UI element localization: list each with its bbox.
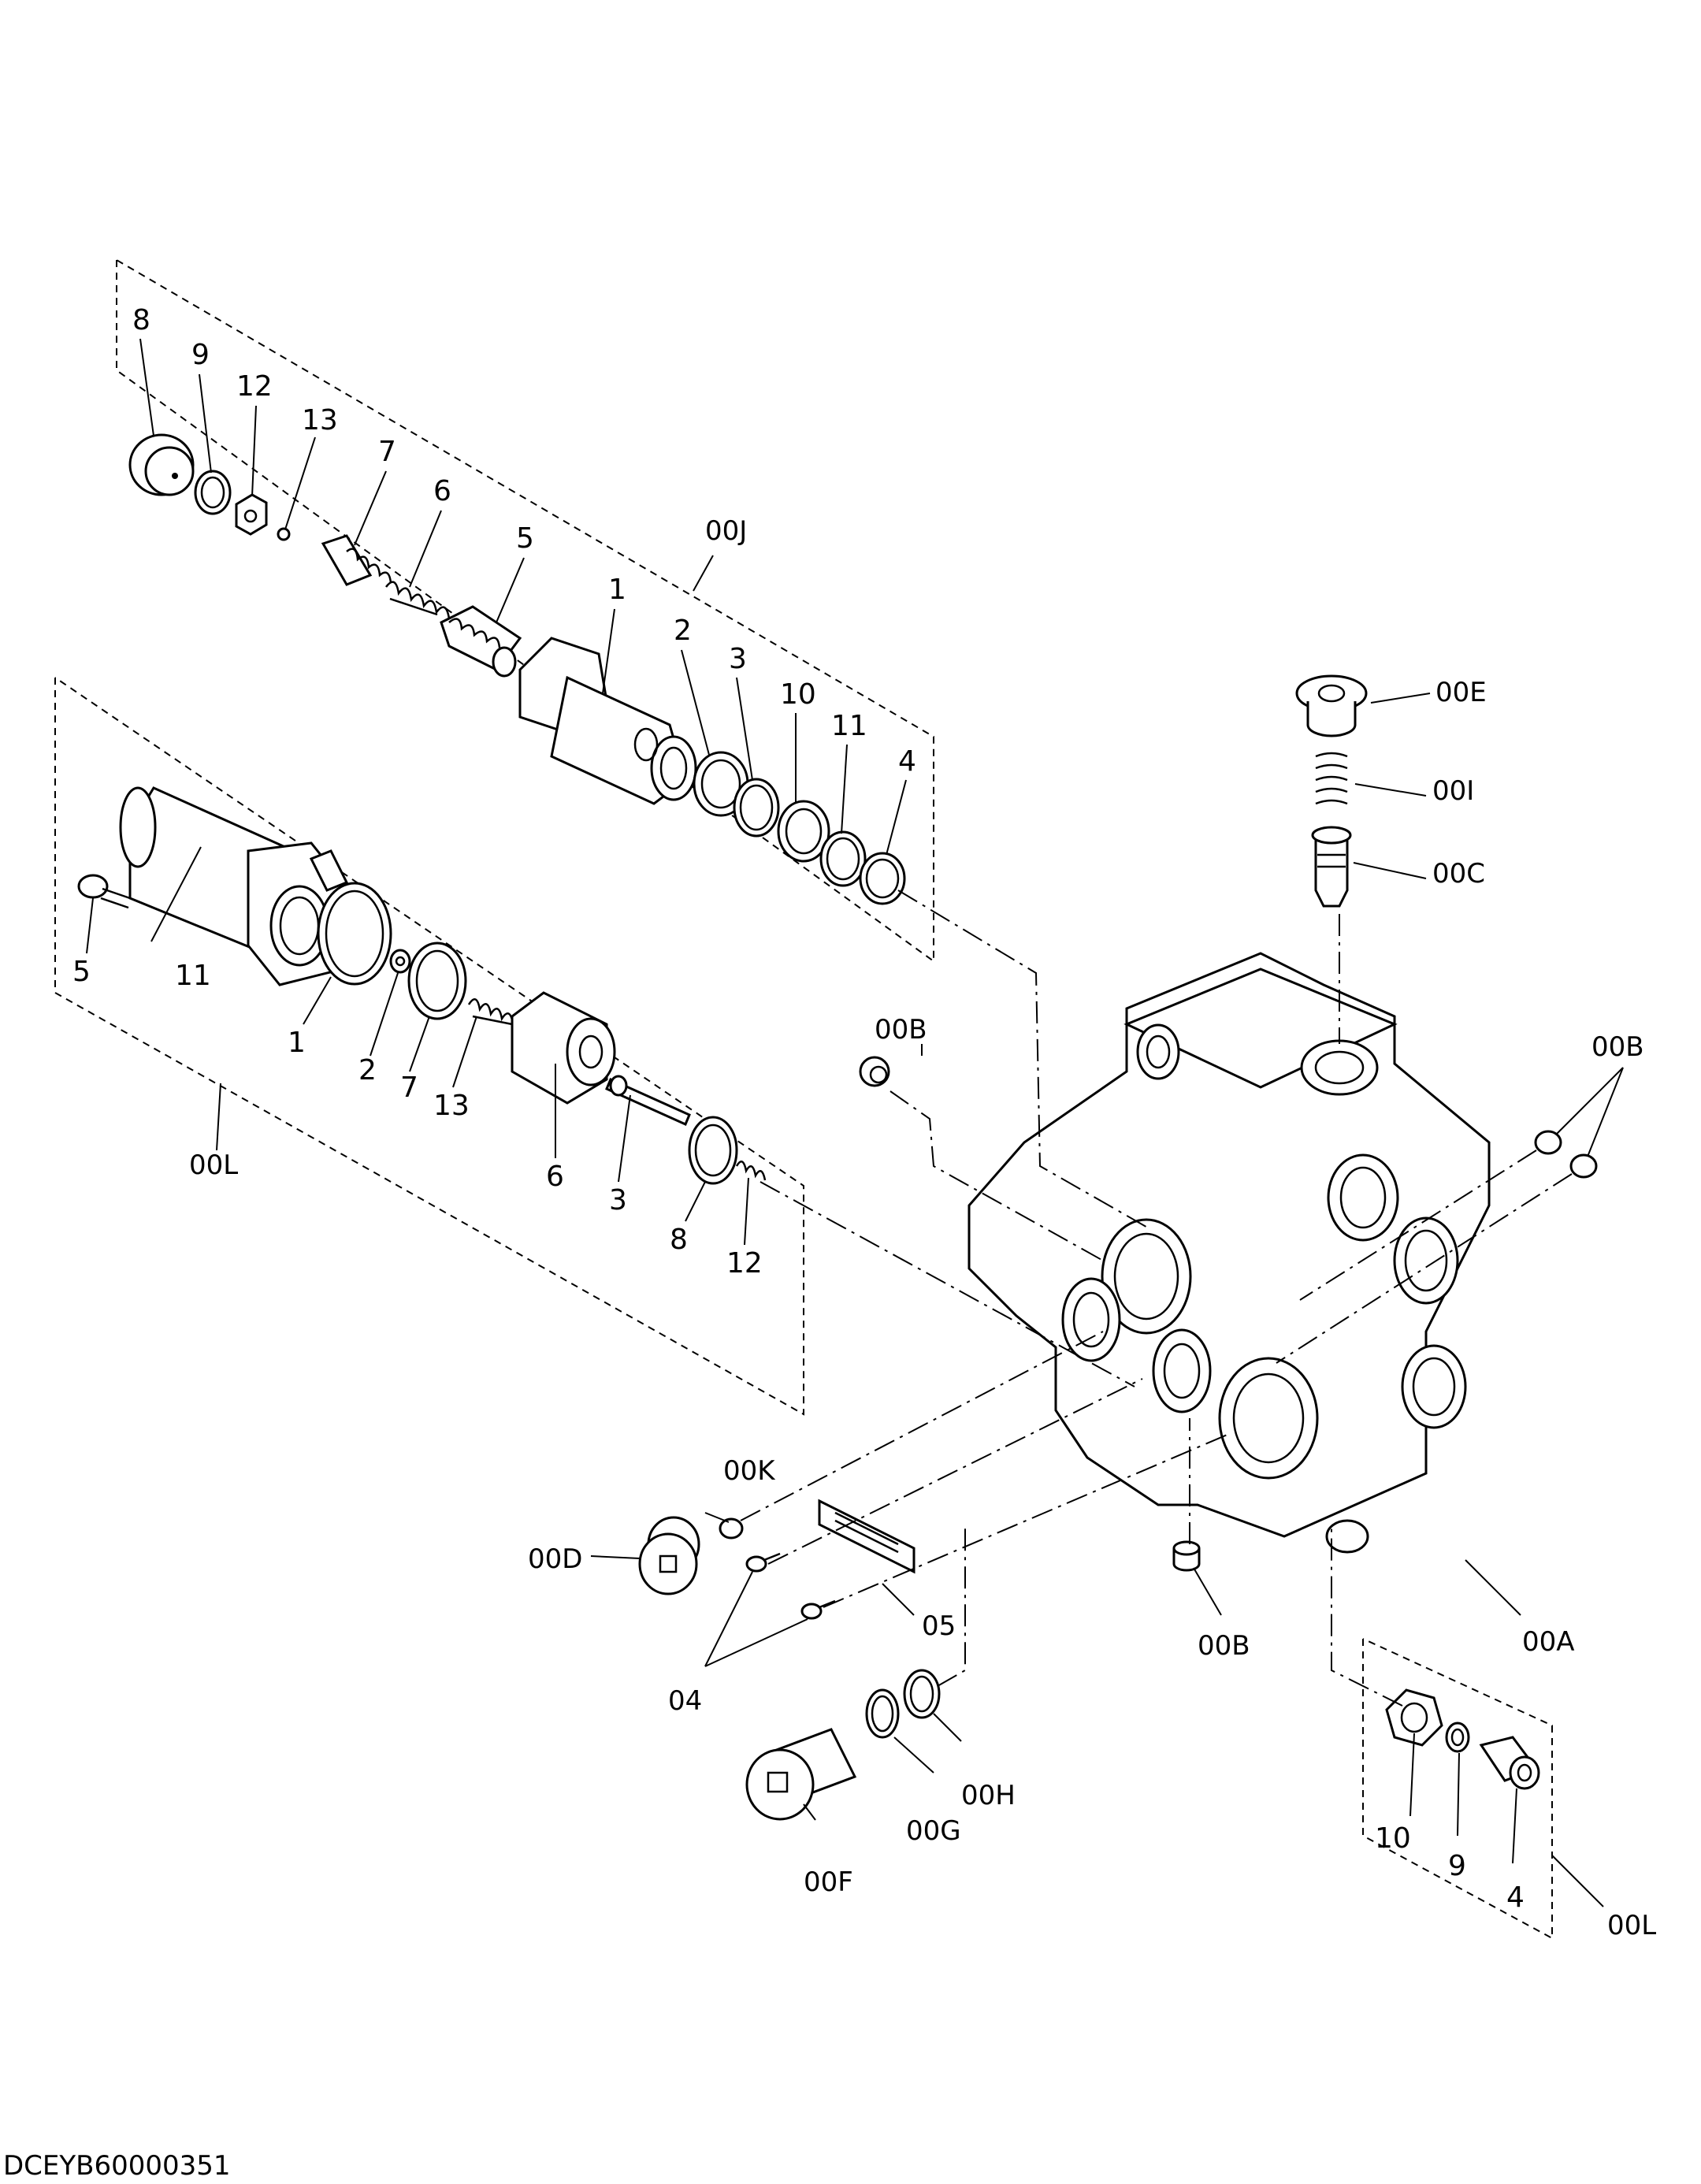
labels: 8 9 12 13 7 6 5 1 00J 2 3 10 11 4 5 11 1… bbox=[72, 304, 1656, 1941]
cap-00b-right-2 bbox=[1569, 1153, 1598, 1179]
label-00d: 00D bbox=[528, 1543, 582, 1575]
label-upper-1: 1 bbox=[608, 574, 626, 606]
label-upper-11: 11 bbox=[831, 710, 867, 742]
bolt-5 bbox=[77, 874, 131, 909]
cap-00b-top bbox=[859, 1056, 890, 1087]
label-05: 05 bbox=[922, 1610, 956, 1642]
label-right-4: 4 bbox=[1506, 1881, 1525, 1914]
upper-spring-6 bbox=[385, 581, 451, 619]
upper-poppet-5 bbox=[440, 605, 522, 678]
label-left-13: 13 bbox=[433, 1090, 470, 1122]
label-00h: 00H bbox=[961, 1780, 1016, 1811]
label-upper-5: 5 bbox=[516, 522, 534, 555]
label-upper-9: 9 bbox=[191, 339, 210, 371]
label-upper-10: 10 bbox=[780, 678, 816, 711]
label-right-9: 9 bbox=[1448, 1850, 1466, 1882]
screw-04-b bbox=[800, 1599, 836, 1620]
drawing-code: DCEYB60000351 bbox=[3, 2150, 231, 2182]
label-upper-7: 7 bbox=[378, 436, 396, 468]
label-left-2: 2 bbox=[358, 1054, 377, 1086]
plug-00e bbox=[1295, 674, 1368, 737]
upper-plug-8 bbox=[128, 433, 195, 496]
upper-ring-10 bbox=[777, 800, 830, 863]
label-left-8: 8 bbox=[670, 1224, 688, 1256]
left-oring-8 bbox=[688, 1116, 738, 1185]
label-00i: 00I bbox=[1432, 775, 1474, 807]
label-00a: 00A bbox=[1522, 1626, 1575, 1658]
plug-00d bbox=[638, 1516, 700, 1595]
label-upper-3: 3 bbox=[729, 643, 747, 675]
label-00b-right: 00B bbox=[1591, 1031, 1644, 1063]
upper-leaders bbox=[139, 338, 907, 856]
label-left-3: 3 bbox=[609, 1184, 627, 1216]
label-upper-4: 4 bbox=[898, 745, 916, 778]
label-upper-12: 12 bbox=[236, 370, 273, 403]
upper-ring-3 bbox=[733, 778, 780, 838]
label-upper-8: 8 bbox=[132, 304, 150, 336]
label-right-00l: 00L bbox=[1607, 1910, 1656, 1941]
valve-body-00a bbox=[967, 952, 1491, 1554]
upper-cartridge-1 bbox=[518, 637, 697, 805]
label-left-7: 7 bbox=[400, 1072, 418, 1104]
label-upper-6: 6 bbox=[433, 475, 451, 507]
label-left-6: 6 bbox=[546, 1161, 564, 1193]
poppet-00c bbox=[1311, 826, 1352, 908]
left-oring-1 bbox=[317, 882, 392, 986]
label-left-5: 5 bbox=[72, 956, 91, 988]
label-00f: 00F bbox=[804, 1866, 853, 1898]
left-cartridge-6 bbox=[511, 991, 616, 1105]
label-00c: 00C bbox=[1432, 858, 1485, 890]
part-00k bbox=[719, 1517, 744, 1540]
label-left-00l: 00L bbox=[189, 1150, 238, 1181]
upper-spring-7 bbox=[321, 534, 392, 586]
label-00b-top: 00B bbox=[875, 1014, 927, 1046]
solenoid-11 bbox=[119, 786, 349, 986]
spring-00i bbox=[1315, 752, 1348, 805]
washer-9 bbox=[1445, 1722, 1470, 1753]
label-00b-bottom: 00B bbox=[1198, 1630, 1250, 1662]
oring-00h bbox=[903, 1669, 941, 1719]
label-00e: 00E bbox=[1435, 677, 1487, 708]
upper-ball-13 bbox=[277, 527, 291, 541]
left-oring-7 bbox=[407, 942, 467, 1020]
nut-10 bbox=[1385, 1688, 1443, 1747]
left-leaders bbox=[86, 846, 749, 1246]
label-upper-00j: 00J bbox=[705, 515, 747, 547]
plug-00f bbox=[745, 1728, 857, 1821]
label-00g: 00G bbox=[906, 1815, 961, 1847]
label-left-12: 12 bbox=[726, 1247, 763, 1280]
screw-04-a bbox=[745, 1552, 781, 1573]
label-04: 04 bbox=[668, 1685, 702, 1717]
kit-00l-right-boundary bbox=[1362, 1638, 1553, 1940]
fitting-4 bbox=[1479, 1736, 1540, 1790]
left-spring-12 bbox=[735, 1161, 767, 1181]
upper-ring-4 bbox=[859, 852, 906, 905]
cap-00b-right-1 bbox=[1534, 1130, 1562, 1155]
oring-00g bbox=[865, 1688, 900, 1739]
label-right-10: 10 bbox=[1375, 1822, 1411, 1855]
upper-ring-11 bbox=[819, 830, 867, 887]
left-part-2 bbox=[389, 949, 411, 974]
assembly-lines bbox=[740, 890, 1573, 1707]
label-00k: 00K bbox=[723, 1455, 776, 1487]
cap-00b-bottom bbox=[1172, 1540, 1201, 1572]
left-spool-3 bbox=[605, 1075, 691, 1127]
kit-00j-boundary bbox=[116, 259, 934, 963]
label-upper-13: 13 bbox=[302, 404, 338, 436]
label-left-1: 1 bbox=[288, 1027, 306, 1059]
plate-05 bbox=[818, 1499, 915, 1574]
label-left-11: 11 bbox=[175, 960, 211, 992]
upper-nut-12 bbox=[235, 493, 268, 536]
label-leaders bbox=[590, 693, 1624, 1907]
label-upper-2: 2 bbox=[674, 615, 692, 647]
upper-oring-9 bbox=[194, 470, 232, 515]
left-spring-13 bbox=[467, 998, 514, 1026]
